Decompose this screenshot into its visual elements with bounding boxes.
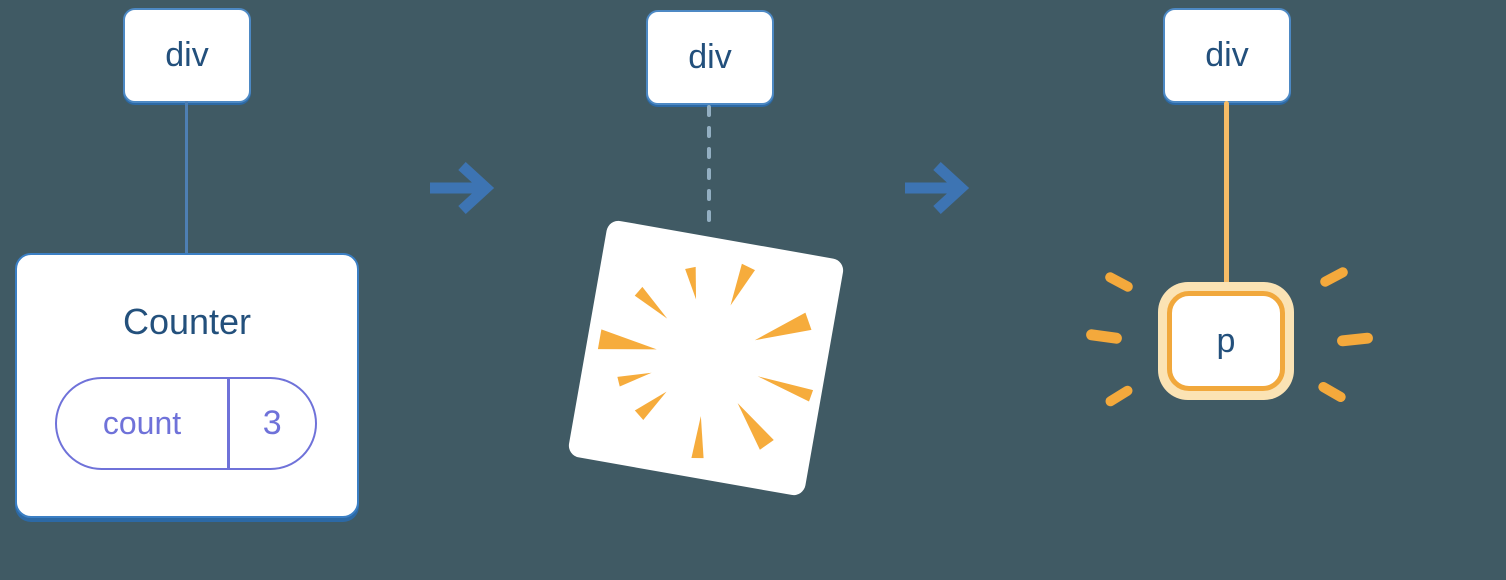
- state-pill: count 3: [55, 377, 317, 470]
- dom-node-label: p: [1216, 321, 1236, 360]
- sparkle-icon: [1336, 332, 1374, 347]
- state-value-cell: 3: [230, 379, 316, 468]
- sparkle-icon: [1103, 383, 1135, 409]
- state-key-cell: count: [57, 379, 227, 468]
- state-value-label: 3: [262, 404, 282, 442]
- connector-line-step1: [185, 101, 188, 253]
- connector-line-orange: [1224, 101, 1229, 291]
- sparkle-icon: [1316, 380, 1348, 404]
- state-key-label: count: [102, 405, 182, 441]
- dom-node-p: p: [1167, 291, 1285, 391]
- state-pill-divider: [227, 379, 230, 468]
- dom-node-label: div: [1205, 36, 1249, 74]
- dom-node-label: div: [688, 38, 732, 76]
- sparkle-icon: [1318, 265, 1350, 289]
- counter-component-card: Counter count 3: [15, 253, 359, 518]
- poof-card: [566, 218, 846, 498]
- arrow-right-icon: [905, 161, 970, 215]
- dom-node-label: div: [165, 36, 209, 74]
- dashed-connector-line: [707, 105, 711, 235]
- sparkle-icon: [1103, 270, 1135, 294]
- component-title: Counter: [122, 301, 252, 342]
- sparkle-icon: [1085, 328, 1123, 345]
- dom-node-div-step2: div: [646, 10, 774, 105]
- poof-burst-icon: [597, 263, 814, 459]
- dom-node-div-step1: div: [123, 8, 251, 103]
- dom-node-div-step3: div: [1163, 8, 1291, 103]
- p-node-highlight-ring: p: [1158, 282, 1294, 400]
- arrow-right-icon: [430, 161, 495, 215]
